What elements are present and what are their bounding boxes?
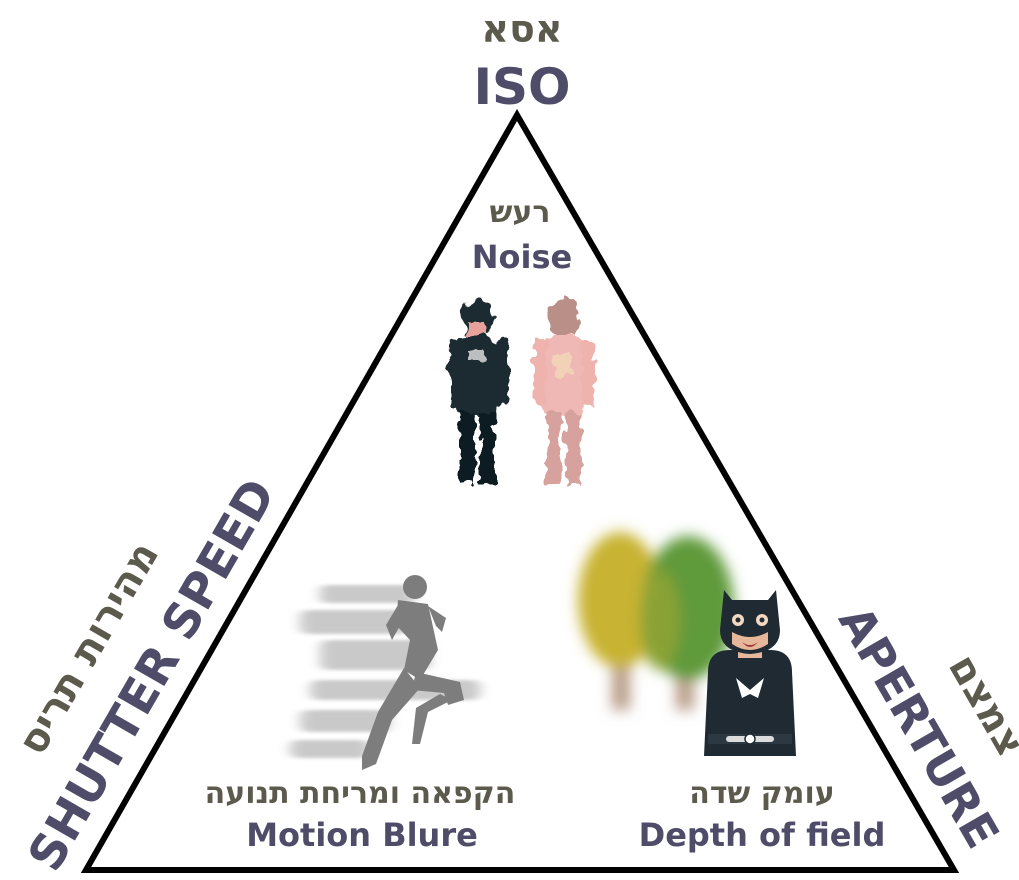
masked-superhero-icon	[704, 590, 796, 756]
iso-english-label: ISO	[473, 58, 570, 116]
depth-english-label: Depth of field	[639, 816, 886, 854]
depth-hebrew-label: עומק שדה	[689, 776, 835, 811]
running-man-blur-icon	[290, 575, 480, 770]
noise-hebrew-label: רעש	[490, 195, 551, 230]
noise-english-label: Noise	[472, 238, 572, 276]
iso-hebrew-label: אסא	[481, 7, 562, 51]
noisy-figure-dark-icon	[448, 298, 508, 484]
motion-english-label: Motion Blure	[246, 816, 478, 854]
blurred-trees-icon	[578, 532, 734, 710]
motion-hebrew-label: הקפאה ומריחת תנועה	[205, 776, 516, 811]
noisy-figure-pink-icon	[534, 298, 594, 484]
